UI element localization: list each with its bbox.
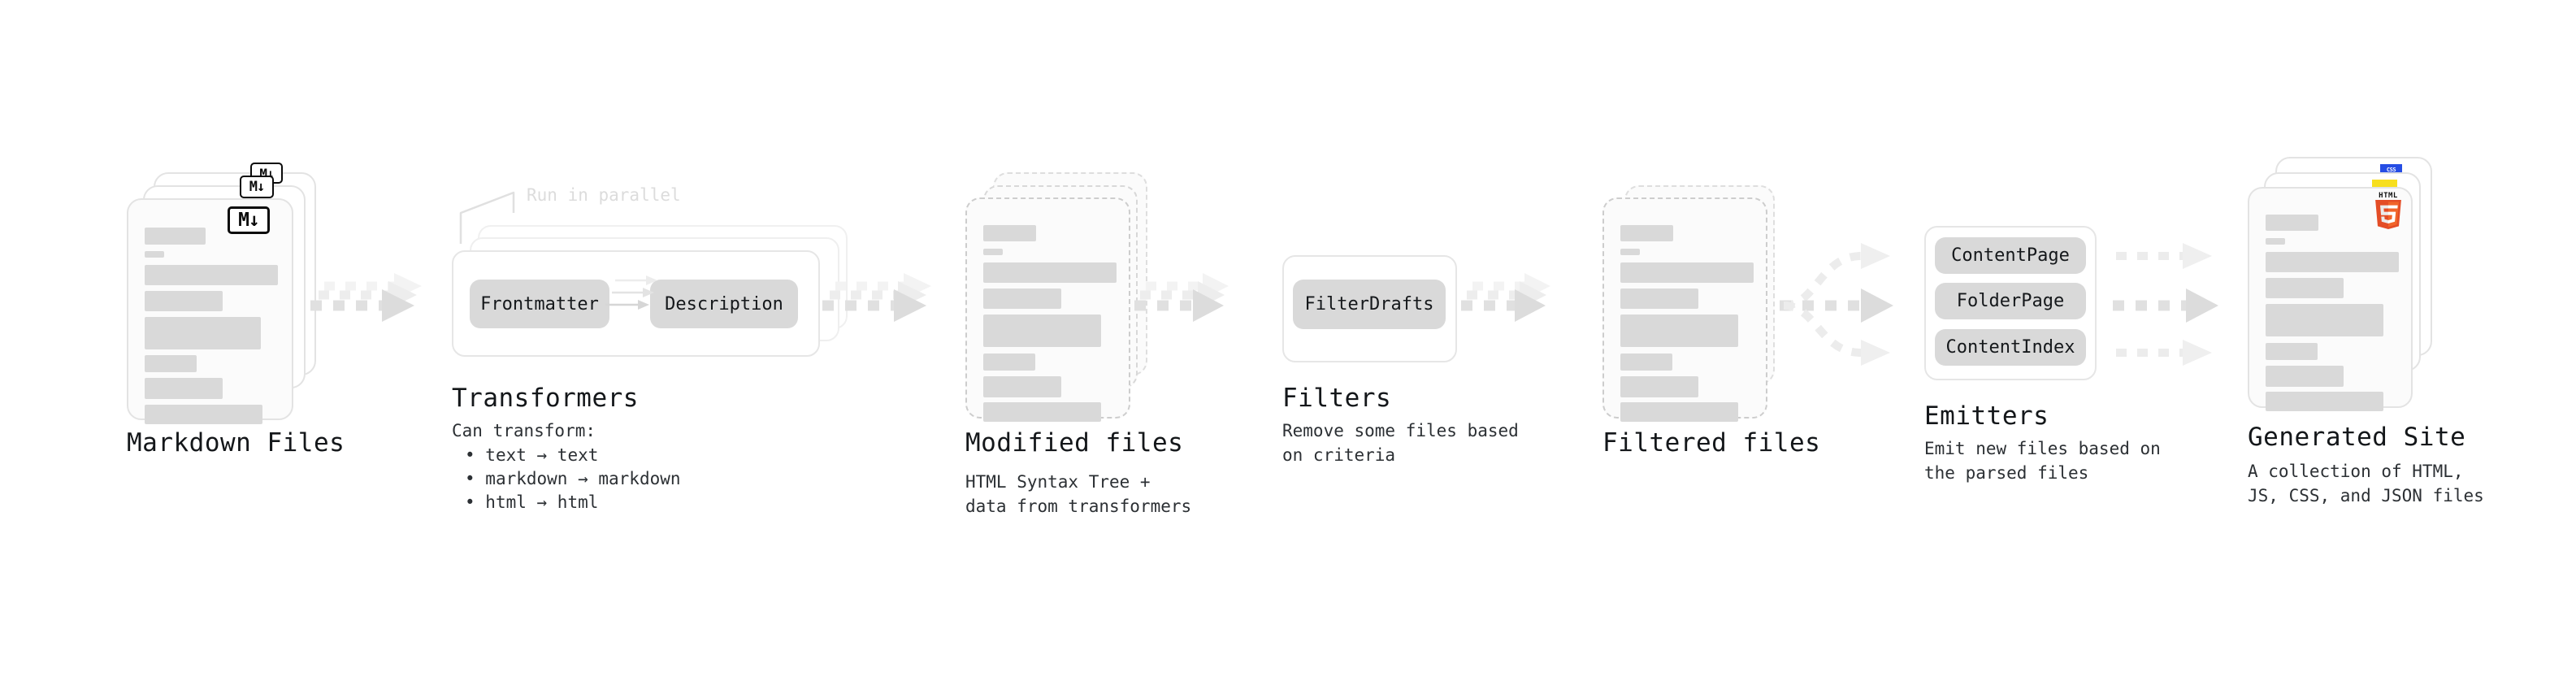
skeleton-line-4 bbox=[2266, 343, 2318, 360]
stage-subtitle-transformers: Can transform: bbox=[452, 421, 596, 440]
stage-subtitle-modified-files: HTML Syntax Tree + data from transformer… bbox=[965, 472, 1192, 516]
emitters-chip-contentindex[interactable]: ContentIndex bbox=[1935, 329, 2086, 366]
connector-filtered-to-emitters bbox=[1780, 243, 1893, 366]
html5-icon-shield bbox=[2375, 200, 2401, 229]
skeleton-line-1 bbox=[1620, 262, 1754, 283]
skeleton-line-3 bbox=[1620, 314, 1738, 347]
filters-chip-filterdrafts[interactable]: FilterDrafts bbox=[1293, 280, 1446, 329]
transformer-chip-description[interactable]: Description bbox=[650, 280, 798, 328]
stage-title-transformers: Transformers bbox=[452, 384, 639, 413]
stage-title-markdown-files: Markdown Files bbox=[127, 428, 345, 458]
emitters-chip-folderpage[interactable]: FolderPage bbox=[1935, 283, 2086, 319]
stage-title-generated-site: Generated Site bbox=[2248, 423, 2466, 452]
skeleton-line-4 bbox=[145, 355, 197, 372]
skeleton-sub bbox=[983, 249, 1003, 255]
skeleton-line-1 bbox=[145, 265, 278, 285]
connector-modified-to-filters bbox=[1134, 273, 1229, 322]
connector-md-to-transformers bbox=[310, 273, 422, 322]
stage-subtitle-emitters: Emit new files based on the parsed files bbox=[1924, 439, 2161, 483]
skeleton-line-6 bbox=[983, 402, 1101, 422]
html5-icon: HTML bbox=[2374, 192, 2403, 229]
skeleton-line-1 bbox=[983, 262, 1117, 283]
transform-bullet-0: • text → text bbox=[465, 445, 599, 465]
transformer-chip-frontmatter[interactable]: Frontmatter bbox=[470, 280, 609, 328]
transform-bullet-2-label: html → html bbox=[485, 492, 599, 512]
skeleton-line-4 bbox=[983, 354, 1035, 371]
stage-title-modified-files: Modified files bbox=[965, 428, 1184, 458]
skeleton-line-5 bbox=[1620, 376, 1698, 397]
connector-emitters-to-site bbox=[2113, 243, 2218, 366]
skeleton-sub bbox=[2266, 238, 2285, 245]
markdown-file-card-front bbox=[127, 198, 293, 424]
skeleton-title bbox=[983, 225, 1036, 241]
skeleton-sub bbox=[145, 251, 164, 258]
skeleton-title bbox=[145, 228, 206, 245]
filtered-file-card-front bbox=[1602, 197, 1767, 422]
skeleton-line-5 bbox=[145, 378, 223, 399]
skeleton-line-2 bbox=[145, 291, 223, 311]
stage-subtitle-generated-site: A collection of HTML, JS, CSS, and JSON … bbox=[2248, 462, 2484, 505]
connector-transformers-to-modified bbox=[822, 273, 931, 322]
skeleton-title bbox=[2266, 215, 2318, 231]
skeleton-title bbox=[1620, 225, 1673, 241]
stage-title-emitters: Emitters bbox=[1924, 401, 2049, 431]
stage-title-filters: Filters bbox=[1282, 384, 1392, 413]
skeleton-line-3 bbox=[983, 314, 1101, 347]
skeleton-line-1 bbox=[2266, 252, 2399, 272]
skeleton-sub bbox=[1620, 249, 1640, 255]
skeleton-line-6 bbox=[1620, 402, 1738, 422]
skeleton-line-5 bbox=[983, 376, 1061, 397]
transform-bullet-1-label: markdown → markdown bbox=[485, 469, 681, 488]
skeleton-line-2 bbox=[983, 288, 1061, 309]
transform-bullet-0-label: text → text bbox=[485, 445, 599, 465]
stage-title-filtered-files: Filtered files bbox=[1602, 428, 1821, 458]
skeleton-line-2 bbox=[1620, 288, 1698, 309]
skeleton-line-3 bbox=[145, 317, 261, 349]
skeleton-line-4 bbox=[1620, 354, 1672, 371]
connector-filters-to-filtered bbox=[1461, 273, 1550, 322]
skeleton-line-6 bbox=[145, 405, 262, 424]
stage-subtitle-filters: Remove some files based on criteria bbox=[1282, 421, 1519, 465]
css-icon: CSS bbox=[2380, 164, 2402, 175]
markdown-icon-mid: M↓ bbox=[240, 176, 274, 198]
modified-file-card-front bbox=[965, 197, 1130, 422]
skeleton-line-5 bbox=[2266, 366, 2344, 387]
html5-icon-word: HTML bbox=[2379, 192, 2398, 200]
skeleton-line-6 bbox=[2266, 392, 2383, 411]
transform-bullet-1: • markdown → markdown bbox=[465, 469, 681, 488]
skeleton-line-2 bbox=[2266, 278, 2344, 298]
skeleton-line-3 bbox=[2266, 304, 2383, 336]
transform-bullet-2: • html → html bbox=[465, 492, 599, 512]
run-in-parallel-label: Run in parallel bbox=[527, 185, 681, 205]
emitters-chip-contentpage[interactable]: ContentPage bbox=[1935, 237, 2086, 274]
markdown-icon: M↓ bbox=[228, 206, 270, 234]
